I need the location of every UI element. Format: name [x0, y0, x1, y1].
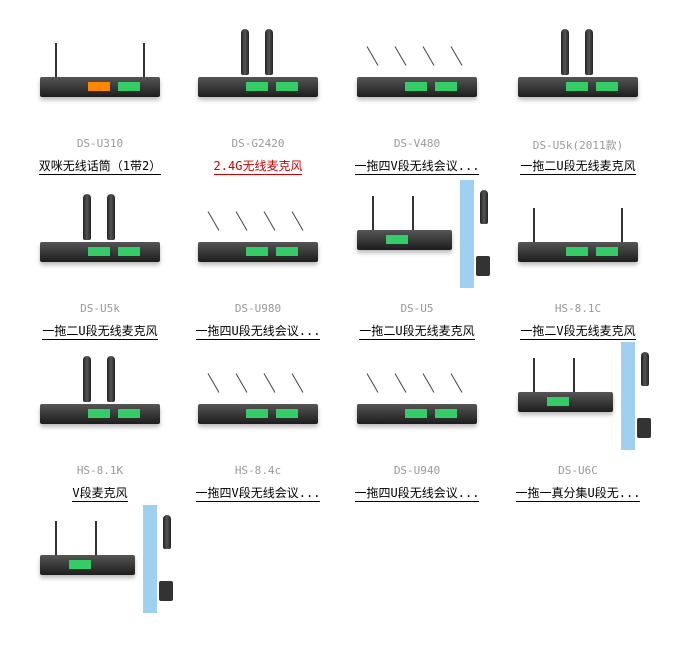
receiver-unit [518, 77, 638, 97]
product-title-link[interactable]: V段麦克风 [72, 486, 128, 502]
product-image[interactable] [342, 342, 492, 450]
receiver-unit [40, 555, 135, 575]
receiver-unit [518, 392, 613, 412]
product-item: HS-8.4c 一拖四V段无线会议... [178, 342, 338, 504]
product-title-link[interactable]: 2.4G无线麦克风 [213, 159, 303, 175]
product-item: DS-U940 一拖四U段无线会议... [337, 342, 497, 504]
product-title-link[interactable]: 一拖四U段无线会议... [195, 324, 321, 340]
receiver-unit [40, 242, 160, 262]
product-image[interactable] [342, 180, 492, 288]
receiver-unit [198, 404, 318, 424]
receiver-unit [357, 404, 477, 424]
receiver-unit [40, 404, 160, 424]
product-model: DS-U5k(2011款) [532, 139, 624, 152]
receiver-unit [198, 242, 318, 262]
product-image[interactable] [25, 15, 175, 123]
product-title-link[interactable]: 一拖四U段无线会议... [354, 486, 480, 502]
product-item: DS-U5 一拖二U段无线麦克风 [337, 180, 497, 342]
product-image[interactable] [183, 180, 333, 288]
product-image[interactable] [25, 505, 175, 613]
product-title-link[interactable]: 一拖二U段无线麦克风 [359, 324, 475, 340]
product-image[interactable] [25, 342, 175, 450]
product-title-link[interactable]: 一拖二V段无线麦克风 [520, 324, 636, 340]
product-item [20, 505, 180, 667]
receiver-unit [357, 230, 452, 250]
product-model: DS-U6C [558, 464, 598, 477]
receiver-unit [518, 242, 638, 262]
product-model: DS-U940 [393, 464, 441, 477]
product-image[interactable] [503, 180, 653, 288]
product-model: DS-V480 [393, 137, 441, 150]
product-image[interactable] [183, 15, 333, 123]
product-model: HS-8.1K [76, 464, 124, 477]
receiver-unit [357, 77, 477, 97]
product-model: HS-8.4c [234, 464, 282, 477]
product-model: DS-U5k [80, 302, 120, 315]
product-item: DS-V480 一拖四V段无线会议... [337, 15, 497, 177]
product-title-link[interactable]: 一拖四V段无线会议... [354, 159, 480, 175]
product-model: DS-G2420 [231, 137, 285, 150]
product-item: DS-G2420 2.4G无线麦克风 [178, 15, 338, 177]
product-image[interactable] [183, 342, 333, 450]
product-image[interactable] [503, 342, 653, 450]
product-title-link[interactable]: 一拖一真分集U段无... [515, 486, 641, 502]
product-model: HS-8.1C [554, 302, 602, 315]
product-model: DS-U980 [234, 302, 282, 315]
product-image[interactable] [25, 180, 175, 288]
product-item: HS-8.1C 一拖二V段无线麦克风 [498, 180, 658, 342]
receiver-unit [198, 77, 318, 97]
product-title-link[interactable]: 一拖二U段无线麦克风 [42, 324, 158, 340]
product-model: DS-U310 [76, 137, 124, 150]
product-title-link[interactable]: 一拖二U段无线麦克风 [520, 159, 636, 175]
product-item: DS-U980 一拖四U段无线会议... [178, 180, 338, 342]
product-model: DS-U5 [400, 302, 434, 315]
product-image[interactable] [503, 15, 653, 123]
receiver-unit [40, 77, 160, 97]
product-item: DS-U6C 一拖一真分集U段无... [498, 342, 658, 504]
product-item: DS-U5k(2011款) 一拖二U段无线麦克风 [498, 15, 658, 177]
product-image[interactable] [342, 15, 492, 123]
product-item: DS-U5k 一拖二U段无线麦克风 [20, 180, 180, 342]
product-item: HS-8.1K V段麦克风 [20, 342, 180, 504]
product-item: DS-U310 双咪无线话筒（1带2） [20, 15, 180, 177]
product-title-link[interactable]: 双咪无线话筒（1带2） [38, 159, 162, 175]
product-title-link[interactable]: 一拖四V段无线会议... [195, 486, 321, 502]
